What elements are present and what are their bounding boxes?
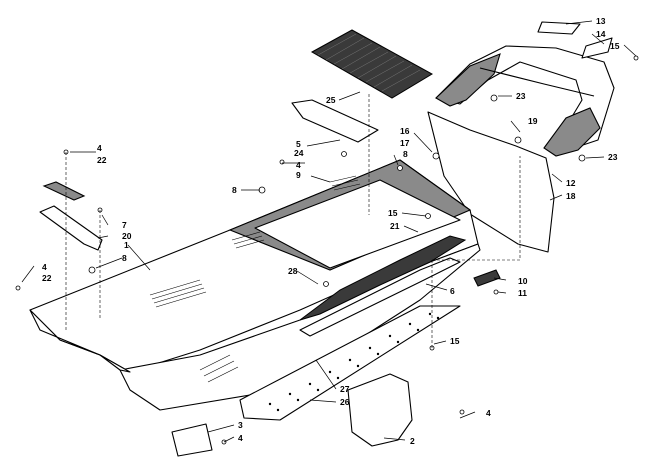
callout-13: 13: [596, 16, 606, 26]
callout-14: 14: [596, 29, 606, 39]
callout-4d: 4: [238, 433, 243, 443]
callout-20: 20: [122, 231, 132, 241]
callout-4e: 4: [486, 408, 491, 418]
callout-1: 1: [124, 240, 129, 250]
rear-flap-part: [427, 111, 555, 253]
callout-labels: 1 2 3 4 4 4 4 4 4 5 6 7 8 8 8 9 10 11 12…: [42, 16, 620, 446]
callout-15b: 15: [388, 208, 398, 218]
callout-27: 27: [340, 384, 350, 394]
callout-18: 18: [566, 191, 576, 201]
callout-22b: 22: [42, 273, 52, 283]
callout-5: 5: [296, 139, 301, 149]
callout-22a: 22: [97, 155, 107, 165]
callout-2: 2: [410, 436, 415, 446]
running-board-part: [239, 305, 461, 421]
callout-7: 7: [122, 220, 127, 230]
callout-26: 26: [340, 397, 350, 407]
callout-3: 3: [238, 420, 243, 430]
callout-16: 16: [400, 126, 410, 136]
left-strip-part: [42, 181, 86, 201]
callout-24: 24: [294, 148, 304, 158]
callout-12: 12: [566, 178, 576, 188]
callout-10: 10: [518, 276, 528, 286]
callout-28: 28: [288, 266, 298, 276]
side-rail-part: [299, 257, 461, 337]
callout-8a: 8: [232, 185, 237, 195]
alignment-lines: [65, 94, 521, 348]
callout-15c: 15: [450, 336, 460, 346]
callout-4c: 4: [42, 262, 47, 272]
callout-11: 11: [518, 288, 527, 298]
callout-15a: 15: [610, 41, 620, 51]
callout-9: 9: [296, 170, 301, 180]
callout-6: 6: [450, 286, 455, 296]
left-bracket-part: [39, 205, 103, 251]
tunnel-hatching: [149, 175, 361, 383]
callout-4f: 4: [296, 160, 301, 170]
callout-23b: 23: [608, 152, 618, 162]
mat-part: [310, 29, 434, 99]
callout-25: 25: [326, 95, 336, 105]
leader-lines: [21, 20, 637, 443]
plate-part: [171, 423, 213, 457]
callout-21: 21: [390, 221, 400, 231]
callout-19: 19: [528, 116, 538, 126]
callout-17: 17: [400, 138, 410, 148]
bracket-part: [347, 373, 413, 447]
callout-8b: 8: [403, 149, 408, 159]
callout-23a: 23: [516, 91, 526, 101]
callout-4a: 4: [97, 143, 102, 153]
trim-strip-part: [291, 99, 379, 143]
side-strip-part: [299, 235, 467, 321]
rear-bumper-part: [435, 21, 615, 157]
grille-part: [473, 269, 501, 287]
callout-8c: 8: [122, 253, 127, 263]
